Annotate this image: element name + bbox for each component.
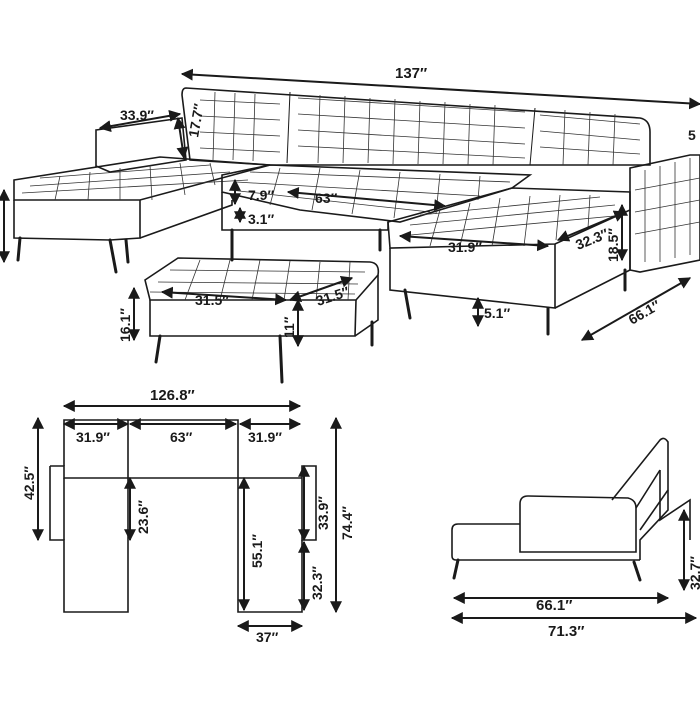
perspective-dimensions: 137″ 33.9″ 17.7″ 7.9″ 63″ 3.1″ 31.9″ 32.… <box>0 65 700 348</box>
side-view-dimensions: 66.1″ 71.3″ 32.7″ <box>450 508 700 640</box>
dim-chaise-width: 31.9″ <box>448 239 482 255</box>
dim-overall-width: 137″ <box>395 65 427 82</box>
dim-ottoman-leg-height: 11″ <box>281 316 297 338</box>
dim-top-chaise-width: 37″ <box>256 629 279 645</box>
dim-overall-depth: 66.1″ <box>626 297 664 328</box>
dim-seat-cushion: 7.9″ <box>248 187 274 203</box>
dim-top-right: 31.9″ <box>248 429 282 445</box>
dim-top-chaise-inner: 55.1″ <box>249 534 265 568</box>
chaise-tufting <box>21 162 249 201</box>
dim-seat-base: 3.1″ <box>248 211 274 227</box>
dim-top-back-depth: 42.5″ <box>21 466 37 500</box>
dim-arm-height: 18.5″ <box>605 228 621 262</box>
dim-top-center: 63″ <box>170 429 193 445</box>
dim-leg-height: 5.1″ <box>484 305 510 321</box>
dim-top-total-depth: 74.4″ <box>339 506 355 540</box>
dim-top-left: 31.9″ <box>76 429 110 445</box>
dim-top-total: 126.8″ <box>150 387 195 404</box>
dim-side-bed-length: 71.3″ <box>548 623 584 640</box>
dim-ottoman-depth: 31.5″ <box>314 283 352 309</box>
dim-side-seat-depth: 66.1″ <box>536 597 572 614</box>
dim-back-height: 17.7″ <box>185 102 207 139</box>
dim-center-width: 63″ <box>315 190 338 206</box>
dim-top-ottoman-depth: 33.9″ <box>315 496 331 530</box>
sofa-top-view <box>49 419 317 613</box>
dim-side-height: 32.7″ <box>687 556 700 590</box>
dim-ottoman-total-height: 16.1″ <box>117 308 133 342</box>
right-armrest <box>629 154 700 273</box>
dim-ottoman-width: 31.5″ <box>195 292 229 308</box>
ottoman <box>144 257 380 301</box>
sofa-side-view <box>451 437 691 582</box>
dim-top-inner: 23.6″ <box>135 500 151 534</box>
dim-chaise-depth: 33.9″ <box>120 107 154 123</box>
backrest <box>181 87 651 166</box>
top-view-dimensions: 126.8″ 31.9″ 63″ 31.9″ 42.5″ 23.6″ 55.1″… <box>21 387 355 645</box>
dim-top-ottoman-lower: 32.3″ <box>309 566 325 600</box>
dim-edge-cut: 5 <box>688 127 696 143</box>
backrest-tufting <box>199 91 641 166</box>
